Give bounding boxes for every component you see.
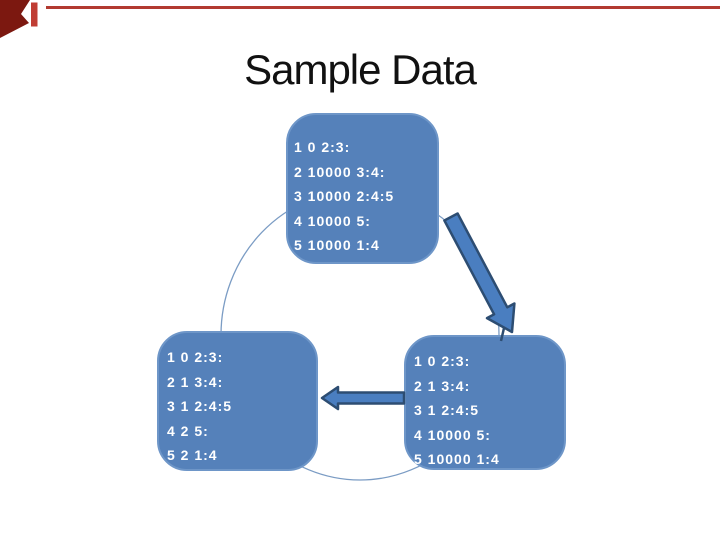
box-line: 3 1 2:4:5 <box>167 398 233 414</box>
box-line: 3 1 2:4:5 <box>414 402 480 418</box>
box-line: 1 0 2:3: <box>294 139 351 155</box>
box-line: 5 2 1:4 <box>167 447 218 463</box>
box-line: 2 1 3:4: <box>167 373 224 390</box>
box-line: 4 2 5: <box>167 422 209 439</box>
data-box-bottom-left: 1 0 2:3: 2 1 3:4: 3 1 2:4:5 4 2 5: 5 2 1… <box>157 331 318 471</box>
data-box-bottom-right: 1 0 2:3: 2 1 3:4: 3 1 2:4:5 4 10000 5: 5… <box>404 335 566 470</box>
arrow-left-icon <box>320 385 406 411</box>
box-line: 5 10000 1:4 <box>414 451 500 467</box>
slide-title: Sample Data <box>244 46 477 93</box>
torn-corner-icon <box>0 0 38 38</box>
top-border-line <box>46 6 720 9</box>
data-box-top: 1 0 2:3: 2 10000 3:4: 3 10000 2:4:5 4 10… <box>286 113 439 264</box>
box-line: 1 0 2:3: <box>167 349 224 365</box>
box-line: 2 1 3:4: <box>414 377 471 394</box>
arrow-down-right-icon <box>443 212 516 342</box>
box-line: 5 10000 1:4 <box>294 237 380 253</box>
box-line: 4 10000 5: <box>294 212 371 229</box>
box-line: 3 10000 2:4:5 <box>294 188 395 204</box>
box-line: 1 0 2:3: <box>414 353 471 369</box>
box-line: 4 10000 5: <box>414 426 491 443</box>
box-line: 2 10000 3:4: <box>294 163 386 180</box>
